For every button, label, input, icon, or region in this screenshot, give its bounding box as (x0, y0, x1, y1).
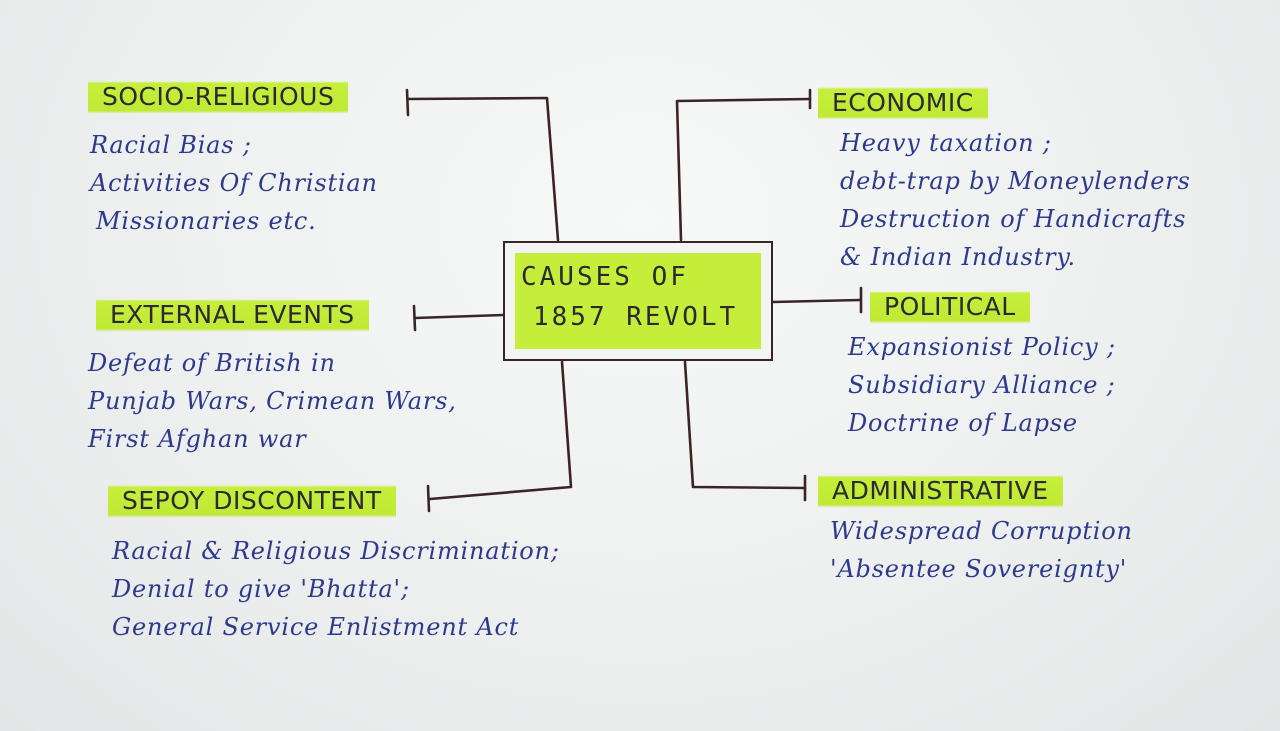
note-line: Subsidiary Alliance ; (848, 371, 1116, 399)
notes-socio-religious: Racial Bias ; Activities Of Christian Mi… (90, 126, 378, 240)
connector-socio-religious-tick (405, 88, 410, 117)
note-line: First Afghan war (88, 425, 307, 453)
central-topic-line-2: 1857 REVOLT (533, 302, 739, 332)
central-topic-line-1: CAUSES OF (521, 262, 689, 292)
note-line: Destruction of Handicrafts (840, 205, 1187, 233)
note-line: Racial & Religious Discrimination; (112, 537, 560, 565)
note-line: Doctrine of Lapse (848, 409, 1078, 437)
heading-socio-religious: SOCIO-RELIGIOUS (88, 78, 349, 116)
central-topic-title: CAUSES OF 1857 REVOLT (521, 257, 763, 337)
connector-administrative (683, 360, 807, 490)
note-line: Activities Of Christian (90, 169, 378, 197)
note-line: debt-trap by Moneylenders (840, 167, 1191, 195)
note-line: Punjab Wars, Crimean Wars, (88, 387, 457, 415)
connector-external-events-tick (412, 304, 417, 332)
central-topic-box: CAUSES OF 1857 REVOLT (503, 241, 773, 361)
notes-external-events: Defeat of British in Punjab Wars, Crimea… (88, 344, 457, 458)
connector-economic (675, 97, 812, 242)
heading-administrative: ADMINISTRATIVE (818, 472, 1063, 510)
central-topic-highlight (515, 253, 761, 349)
note-line: 'Absentee Sovereignty' (830, 555, 1128, 583)
note-line: Heavy taxation ; (840, 129, 1052, 157)
notes-sepoy-discontent: Racial & Religious Discrimination; Denia… (112, 532, 560, 646)
heading-political: POLITICAL (870, 288, 1030, 326)
note-line: Missionaries etc. (96, 207, 317, 235)
connector-external-events (413, 313, 505, 320)
connector-sepoy-discontent (428, 360, 573, 501)
connector-political (771, 298, 862, 304)
heading-sepoy-discontent: SEPOY DISCONTENT (108, 482, 396, 520)
note-line: Expansionist Policy ; (848, 333, 1116, 361)
notes-economic: Heavy taxation ; debt-trap by Moneylende… (840, 124, 1191, 276)
heading-external-events: EXTERNAL EVENTS (96, 296, 369, 334)
notes-administrative: Widespread Corruption 'Absentee Sovereig… (830, 512, 1133, 588)
note-line: & Indian Industry. (840, 243, 1076, 271)
note-line: Widespread Corruption (830, 517, 1133, 545)
notes-political: Expansionist Policy ; Subsidiary Allianc… (848, 328, 1116, 442)
connector-sepoy-discontent-tick (426, 484, 431, 513)
connector-socio-religious (406, 96, 560, 242)
note-line: Denial to give 'Bhatta'; (112, 575, 410, 603)
note-line: Racial Bias ; (90, 131, 252, 159)
note-line: Defeat of British in (88, 349, 336, 377)
note-line: General Service Enlistment Act (112, 613, 520, 641)
heading-economic: ECONOMIC (818, 84, 988, 122)
